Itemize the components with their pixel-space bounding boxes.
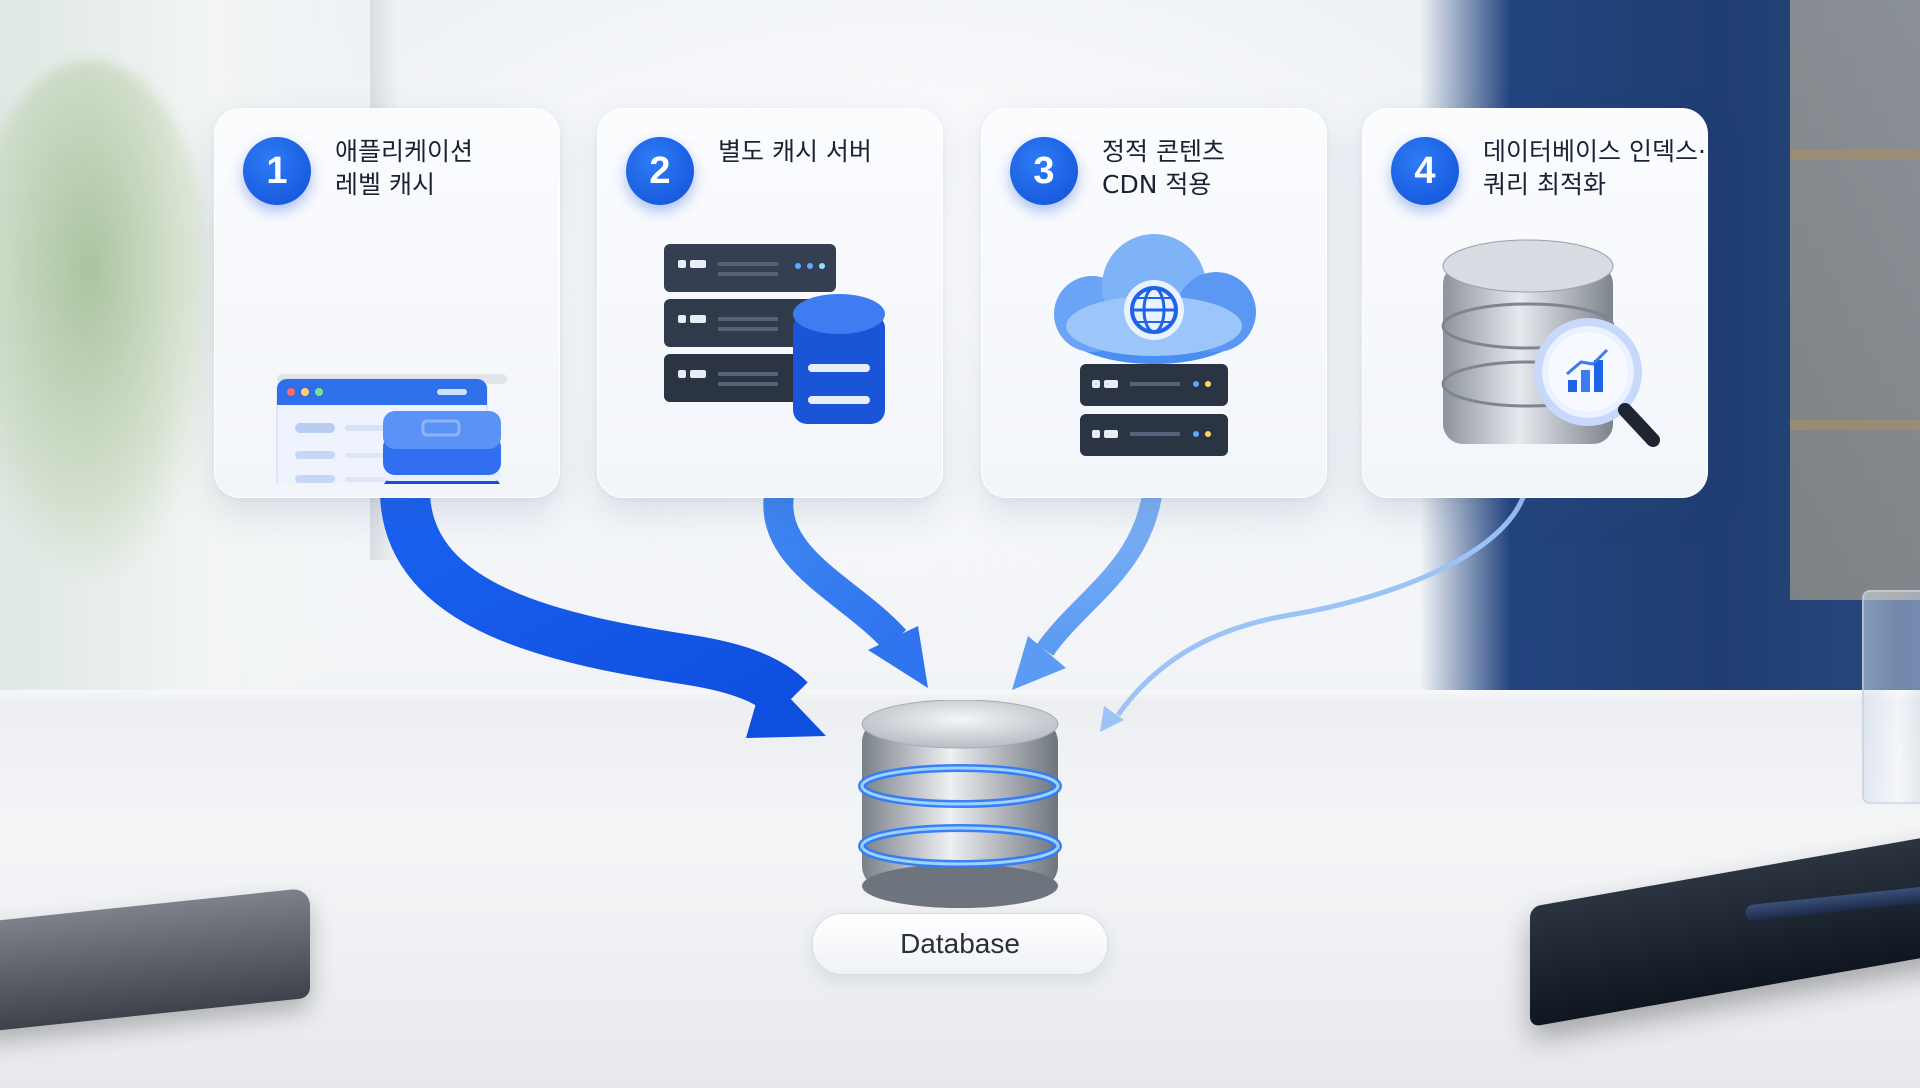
card-title-line: 데이터베이스 인덱스·: [1483, 137, 1706, 166]
card-title-line: CDN 적용: [1102, 170, 1212, 199]
card-application-cache: 1 애플리케이션 레벨 캐시: [214, 108, 560, 498]
background-plant: [0, 60, 220, 580]
card-cache-server: 2 별도 캐시 서버: [597, 108, 943, 498]
arrow-2: [763, 492, 928, 688]
card-title: 애플리케이션 레벨 캐시: [335, 135, 545, 201]
card-title-line: 애플리케이션: [335, 137, 474, 166]
card-title-line: 레벨 캐시: [335, 170, 435, 199]
step-badge: 1: [243, 137, 311, 205]
step-badge: 2: [626, 137, 694, 205]
card-title: 정적 콘텐츠 CDN 적용: [1102, 135, 1312, 201]
cloud-cdn-server-icon: [1054, 234, 1256, 456]
card-cdn: 3 정적 콘텐츠 CDN 적용: [981, 108, 1327, 498]
background-shelf-board: [1790, 420, 1920, 430]
app-window-cache-icon: [276, 374, 507, 484]
step-badge: 3: [1010, 137, 1078, 205]
card-title-line: 정적 콘텐츠: [1102, 137, 1225, 166]
card-title: 별도 캐시 서버: [718, 135, 928, 168]
database-label: Database: [812, 913, 1108, 975]
card-db-index-query: 4 데이터베이스 인덱스· 쿼리 최적화: [1362, 108, 1708, 498]
database-search-icon: [1441, 239, 1660, 447]
card-title: 데이터베이스 인덱스· 쿼리 최적화: [1483, 135, 1706, 201]
background-shelf: [1790, 0, 1920, 600]
step-badge: 4: [1391, 137, 1459, 205]
arrow-3: [1012, 493, 1162, 690]
database-cylinder-icon: [858, 700, 1062, 908]
server-rack-cache-icon: [664, 244, 885, 424]
background-shelf-board: [1790, 150, 1920, 160]
card-title-line: 쿼리 최적화: [1483, 170, 1606, 199]
card-title-line: 별도 캐시 서버: [718, 137, 872, 166]
water-glass: [1862, 590, 1920, 804]
